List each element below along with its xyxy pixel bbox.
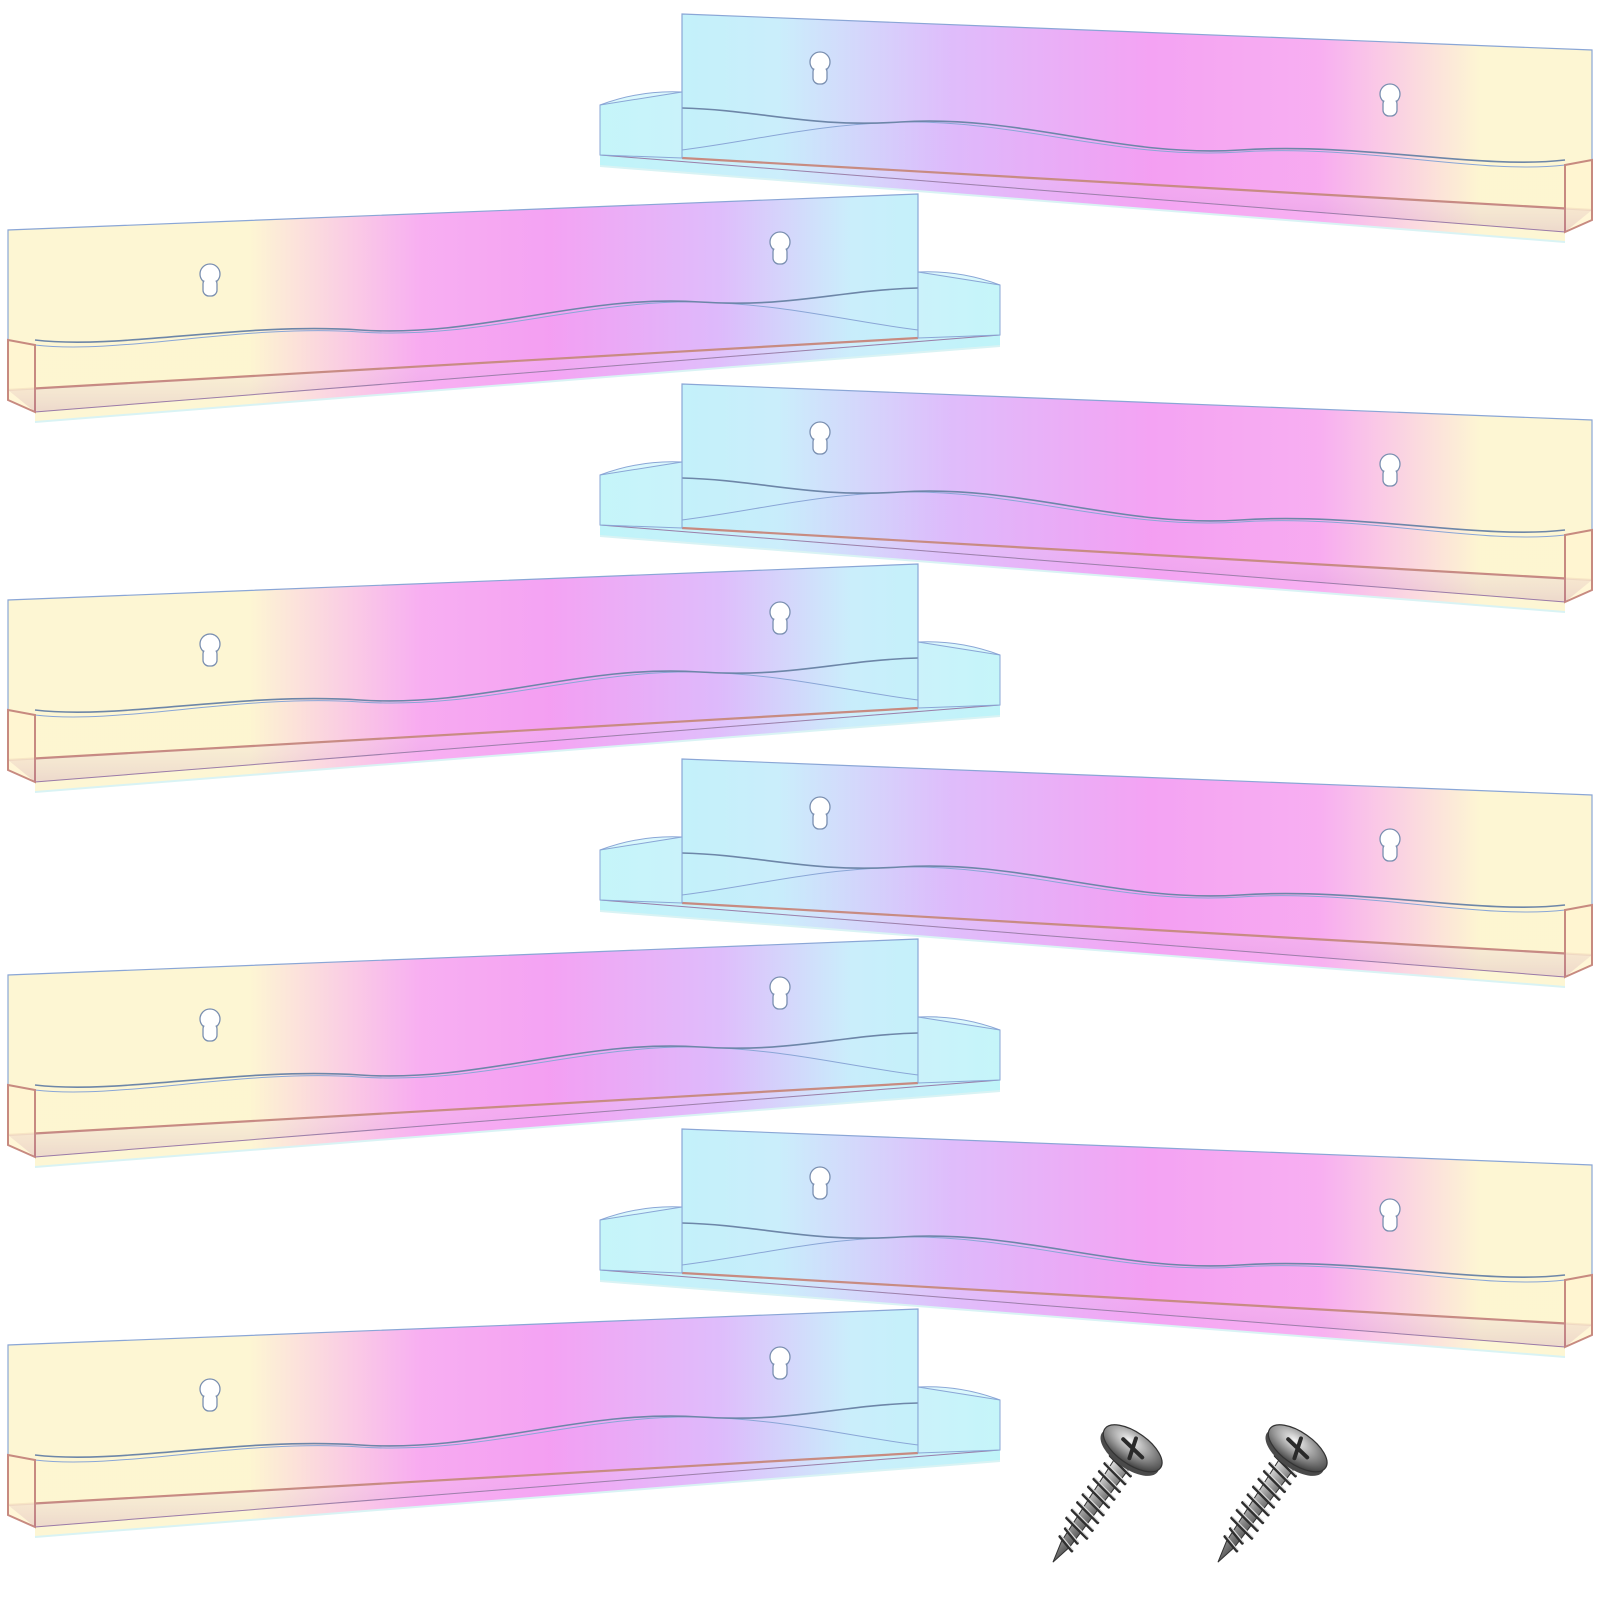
acrylic-shelf-7	[599, 1125, 1600, 1385]
keyhole-icon	[199, 1008, 221, 1042]
acrylic-shelf-5	[599, 755, 1600, 1015]
keyhole-icon	[809, 51, 831, 85]
acrylic-shelf-3	[599, 380, 1600, 640]
keyhole-icon	[199, 1378, 221, 1412]
keyhole-icon	[809, 1166, 831, 1200]
screw-icon	[1200, 1405, 1330, 1585]
keyhole-icon	[199, 263, 221, 297]
acrylic-shelf-8	[0, 1305, 1001, 1565]
keyhole-icon	[769, 1346, 791, 1380]
acrylic-shelf-1	[599, 10, 1600, 270]
acrylic-shelf-6	[0, 935, 1001, 1195]
acrylic-shelf-2	[0, 190, 1001, 450]
keyhole-icon	[769, 231, 791, 265]
keyhole-icon	[1379, 828, 1401, 862]
keyhole-icon	[809, 796, 831, 830]
acrylic-shelf-4	[0, 560, 1001, 820]
screw-icon	[1035, 1405, 1165, 1585]
keyhole-icon	[1379, 83, 1401, 117]
keyhole-icon	[1379, 1198, 1401, 1232]
keyhole-icon	[769, 976, 791, 1010]
keyhole-icon	[1379, 453, 1401, 487]
keyhole-icon	[769, 601, 791, 635]
keyhole-icon	[199, 633, 221, 667]
keyhole-icon	[809, 421, 831, 455]
